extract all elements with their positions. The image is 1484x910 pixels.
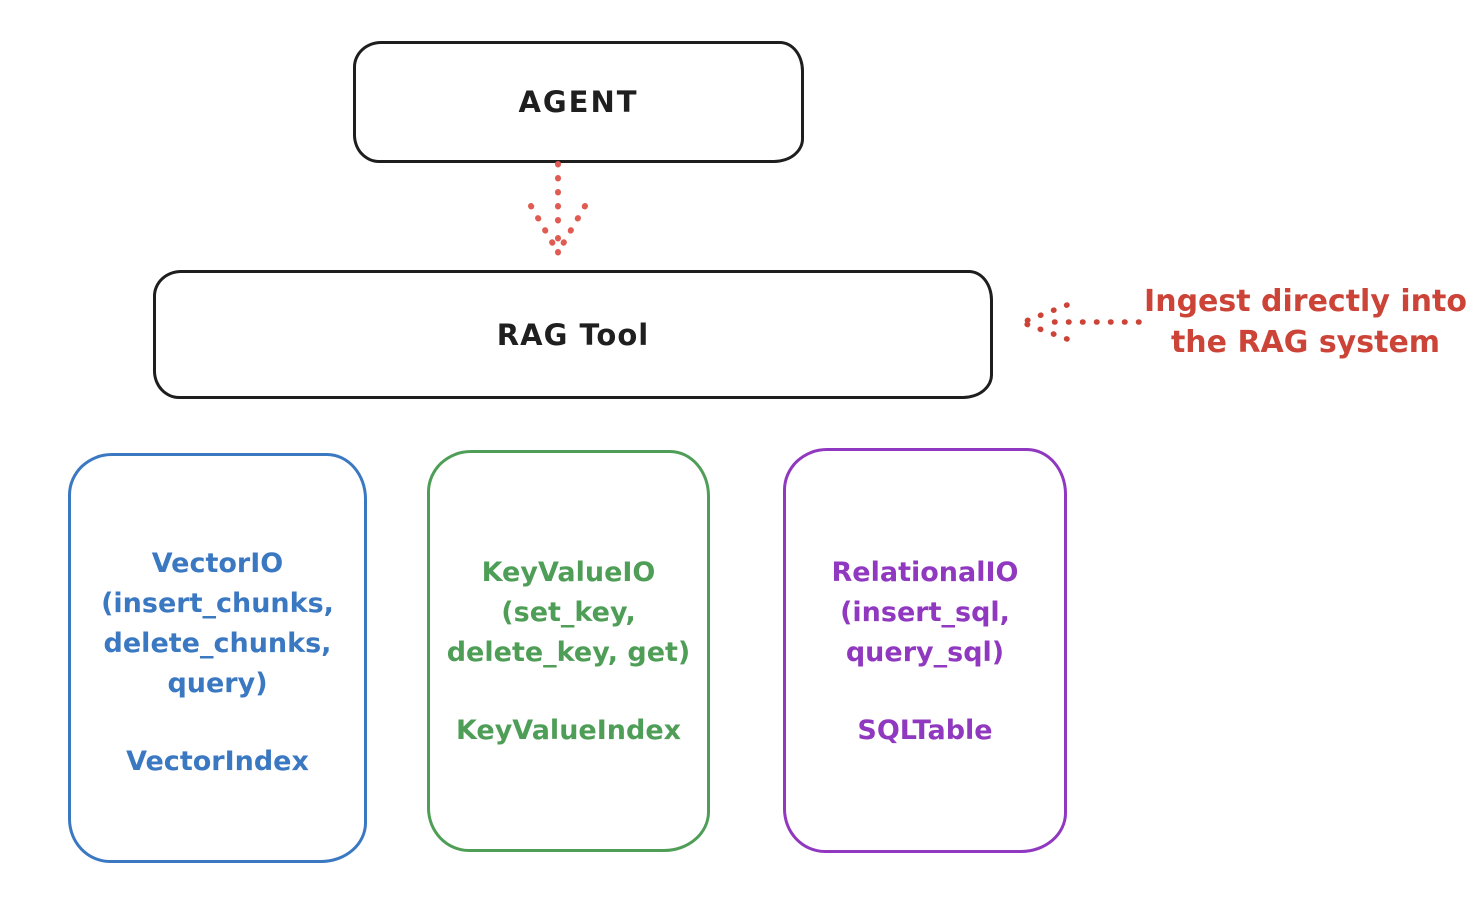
rag-tool-box-label: RAG Tool: [496, 317, 650, 352]
down-arrow-icon: [528, 161, 588, 259]
vector-io-title: VectorIO: [151, 548, 284, 579]
vector-io-method-line: delete_chunks,: [103, 628, 332, 659]
ingest-annotation-line2: the RAG system: [1170, 325, 1441, 360]
vector-io-method-line: query): [167, 668, 268, 699]
left-arrow-icon: [1023, 302, 1142, 342]
vector-index-label: VectorIndex: [126, 746, 309, 777]
keyvalue-io-box: KeyValueIO (set_key, delete_key, get) Ke…: [427, 450, 710, 852]
relational-io-method-line: (insert_sql,: [840, 597, 1010, 628]
agent-box-label: AGENT: [518, 85, 639, 119]
ingest-annotation-line1: Ingest directly into: [1144, 284, 1467, 319]
ingest-annotation: Ingest directly into the RAG system: [1138, 281, 1473, 363]
relational-io-title: RelationalIO: [831, 557, 1019, 588]
rag-tool-box: RAG Tool: [153, 270, 993, 399]
sql-table-label: SQLTable: [857, 715, 993, 746]
keyvalue-io-method-line: delete_key, get): [446, 637, 691, 668]
relational-io-box: RelationalIO (insert_sql, query_sql) SQL…: [783, 448, 1067, 853]
agent-box: AGENT: [353, 41, 804, 163]
relational-io-method-line: query_sql): [845, 637, 1005, 668]
vector-io-method-line: (insert_chunks,: [101, 588, 334, 619]
vector-io-box: VectorIO (insert_chunks, delete_chunks, …: [68, 453, 367, 863]
keyvalue-io-method-line: (set_key,: [501, 597, 636, 628]
keyvalue-index-label: KeyValueIndex: [455, 715, 682, 746]
keyvalue-io-title: KeyValueIO: [481, 557, 656, 588]
